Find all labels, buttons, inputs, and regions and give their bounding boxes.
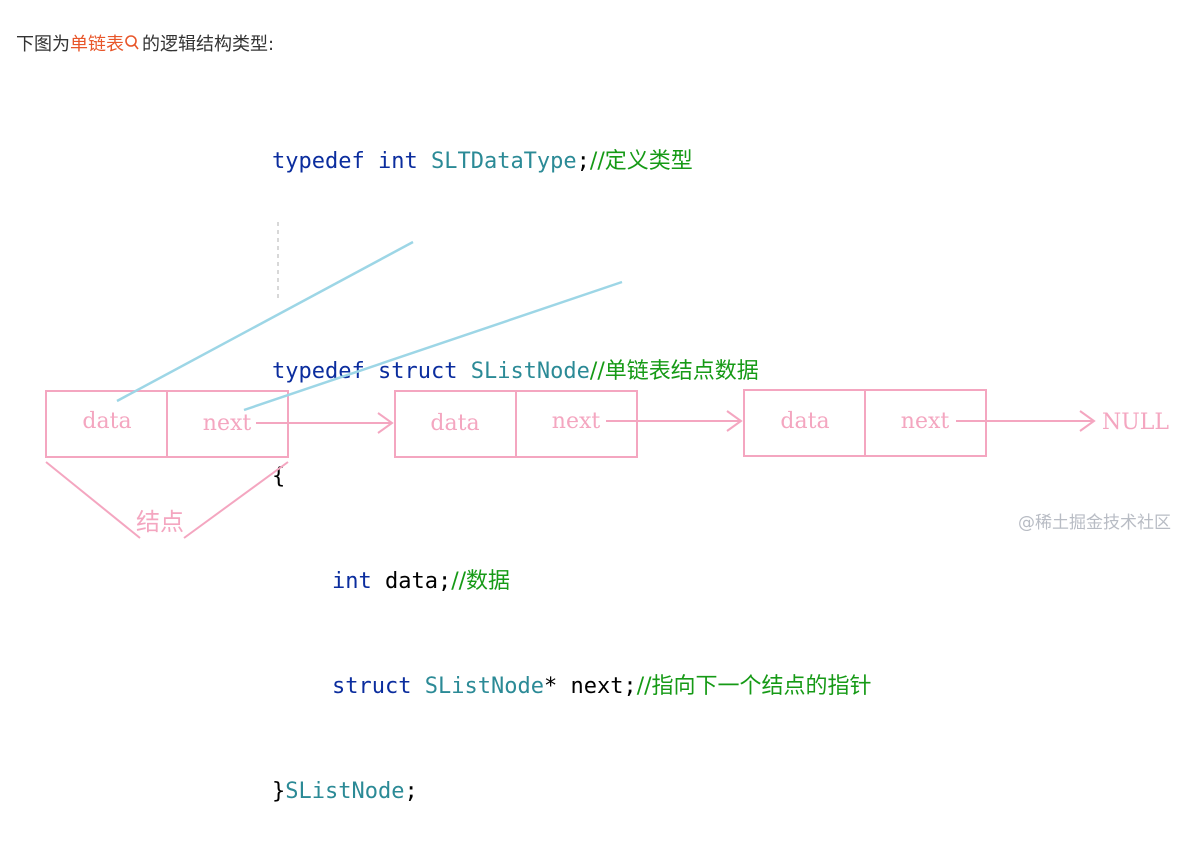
type-slistnode: SListNode bbox=[424, 674, 544, 699]
intro-prefix: 下图为 bbox=[16, 34, 70, 55]
semicolon: ; bbox=[404, 779, 418, 804]
search-icon[interactable] bbox=[124, 34, 140, 52]
code-line-blank bbox=[272, 249, 872, 284]
node-label: 结点 bbox=[136, 508, 184, 536]
singly-linked-list-link[interactable]: 单链表 bbox=[70, 34, 124, 55]
arrow-node3-to-null bbox=[956, 410, 1096, 432]
intro-suffix: 的逻辑结构类型: bbox=[142, 34, 275, 55]
pointer-star: * bbox=[543, 674, 558, 699]
code-line-data-field: int data;//数据 bbox=[272, 564, 872, 599]
semicolon: ; bbox=[576, 149, 590, 174]
comment-next-pointer: //指向下一个结点的指针 bbox=[636, 674, 872, 699]
keyword-int: int bbox=[332, 569, 372, 594]
open-brace: { bbox=[272, 464, 286, 489]
code-line-typedef-struct: typedef struct SListNode//单链表结点数据 bbox=[272, 354, 872, 389]
keyword-int: int bbox=[377, 149, 418, 174]
node-bracket bbox=[45, 461, 289, 539]
field-data: data; bbox=[385, 569, 452, 594]
node-1-box bbox=[45, 390, 289, 458]
null-label: NULL bbox=[1102, 410, 1169, 435]
node-1-next-label: next bbox=[203, 411, 252, 436]
field-next: next; bbox=[570, 674, 637, 699]
node-3-next-label: next bbox=[901, 409, 950, 434]
keyword-struct: struct bbox=[377, 359, 458, 384]
code-line-typedef-int: typedef int SLTDataType;//定义类型 bbox=[272, 144, 872, 179]
comment-node-data: //单链表结点数据 bbox=[589, 359, 759, 384]
code-line-next-field: struct SListNode* next;//指向下一个结点的指针 bbox=[272, 669, 872, 704]
keyword-struct: struct bbox=[332, 674, 412, 699]
comment-data: //数据 bbox=[451, 569, 511, 594]
code-line-close-brace: }SListNode; bbox=[272, 774, 872, 809]
close-brace: } bbox=[272, 779, 286, 804]
watermark: @稀土掘金技术社区 bbox=[1018, 513, 1171, 533]
type-slistnode: SListNode bbox=[285, 779, 405, 804]
comment-define-type: //定义类型 bbox=[589, 149, 693, 174]
type-sltdatatype: SLTDataType bbox=[430, 149, 577, 174]
node-1-data-label: data bbox=[82, 409, 131, 434]
code-block: typedef int SLTDataType;//定义类型 typedef s… bbox=[272, 74, 872, 844]
keyword-typedef: typedef bbox=[272, 149, 365, 174]
type-slistnode: SListNode bbox=[470, 359, 590, 384]
intro-sentence: 下图为 单链表 的逻辑结构类型: bbox=[16, 30, 274, 56]
code-line-open-brace: { bbox=[272, 459, 872, 494]
keyword-typedef: typedef bbox=[272, 359, 365, 384]
